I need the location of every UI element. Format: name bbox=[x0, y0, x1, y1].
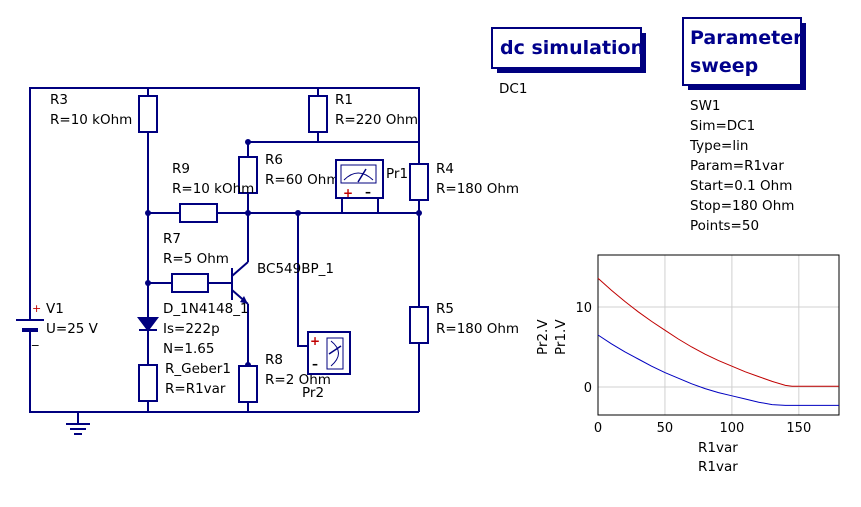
R7-value: R=5 Ohm bbox=[163, 251, 229, 267]
V1-plus-sign: + bbox=[32, 302, 41, 315]
Rg-value: R=R1var bbox=[165, 381, 226, 397]
x-axis-label-blue: R1var bbox=[698, 440, 738, 456]
R8-value: R=2 Ohm bbox=[265, 372, 331, 388]
D1-name: D_1N4148_1 bbox=[163, 301, 249, 317]
Pr1-name: Pr1 bbox=[386, 166, 408, 182]
voltage-probe-Pr1[interactable]: + – bbox=[335, 159, 384, 200]
R9-name: R9 bbox=[172, 161, 190, 177]
sweep-prop: Type=lin bbox=[689, 138, 748, 154]
plot-grid bbox=[598, 255, 839, 415]
x-tick-label: 50 bbox=[657, 421, 674, 436]
R4-value: R=180 Ohm bbox=[436, 181, 519, 197]
svg-text:+: + bbox=[310, 334, 320, 348]
sweep-prop: Param=R1var bbox=[690, 158, 784, 174]
voltage-source-icon[interactable] bbox=[16, 319, 44, 345]
sweep-title-line2: sweep bbox=[690, 55, 758, 77]
D1-n: N=1.65 bbox=[163, 341, 214, 357]
y-tick-label: 0 bbox=[584, 381, 592, 396]
resistor-R3[interactable] bbox=[138, 95, 158, 133]
y-axis-label-pr2: Pr2.V bbox=[535, 319, 551, 355]
x-axis-label-red: R1var bbox=[698, 459, 738, 475]
plot-frame bbox=[597, 254, 840, 416]
dc-simulation-block[interactable]: dc simulation bbox=[491, 27, 646, 73]
dc-sim-title: dc simulation bbox=[500, 37, 644, 59]
svg-text:–: – bbox=[312, 357, 318, 371]
sweep-properties: SW1 Sim=DC1 Type=lin Param=R1var Start=0… bbox=[689, 98, 794, 234]
transistor-icon[interactable] bbox=[240, 296, 248, 304]
R7-name: R7 bbox=[163, 231, 181, 247]
R3-value: R=10 kOhm bbox=[50, 112, 132, 128]
R3-name: R3 bbox=[50, 92, 68, 108]
R4-name: R4 bbox=[436, 161, 454, 177]
R8-name: R8 bbox=[265, 352, 283, 368]
sweep-prop: Stop=180 Ohm bbox=[690, 198, 794, 214]
Q1-name: BC549BP_1 bbox=[257, 261, 334, 277]
resistor-R6[interactable] bbox=[238, 156, 258, 194]
dc-sim-name: DC1 bbox=[499, 81, 527, 97]
sweep-title-line1: Parameter bbox=[690, 27, 803, 49]
series-line-pr2-v bbox=[597, 277, 839, 387]
resistor-R_Geber1[interactable] bbox=[138, 364, 158, 402]
sweep-prop: Points=50 bbox=[690, 218, 759, 234]
plot-ticks: 0 50 100 150 0 10 bbox=[575, 301, 811, 436]
R5-value: R=180 Ohm bbox=[436, 321, 519, 337]
R1-value: R=220 Ohm bbox=[335, 112, 418, 128]
sweep-prop: Sim=DC1 bbox=[690, 118, 755, 134]
sweep-prop: SW1 bbox=[690, 98, 721, 114]
svg-text:+: + bbox=[343, 186, 353, 200]
voltage-probe-Pr2[interactable]: + – bbox=[307, 331, 351, 375]
diode-icon[interactable] bbox=[137, 317, 159, 332]
R1-name: R1 bbox=[335, 92, 353, 108]
R5-name: R5 bbox=[436, 301, 454, 317]
x-tick-label: 150 bbox=[786, 421, 811, 436]
V1-value: U=25 V bbox=[46, 321, 99, 337]
series-line-pr1-v bbox=[597, 334, 839, 406]
resistor-R9[interactable] bbox=[179, 203, 218, 223]
V1-name: V1 bbox=[46, 301, 64, 317]
Pr2-name: Pr2 bbox=[302, 385, 324, 401]
junction-dots bbox=[145, 139, 422, 368]
sweep-plot[interactable]: 0 50 100 150 0 10 Pr2.V Pr1.V R1var R1var bbox=[535, 254, 840, 475]
Rg-name: R_Geber1 bbox=[165, 361, 231, 377]
resistor-R7[interactable] bbox=[171, 273, 209, 293]
ground-icon bbox=[66, 423, 90, 435]
x-tick-label: 0 bbox=[594, 421, 602, 436]
V1-minus-sign: _ bbox=[31, 332, 39, 347]
R6-value: R=60 Ohm bbox=[265, 172, 340, 188]
resistor-R8[interactable] bbox=[238, 365, 258, 403]
x-tick-label: 100 bbox=[719, 421, 744, 436]
R6-name: R6 bbox=[265, 152, 283, 168]
plot-series bbox=[597, 277, 839, 406]
y-axis-label-pr1: Pr1.V bbox=[553, 319, 569, 355]
D1-is: Is=222p bbox=[163, 321, 220, 337]
sweep-prop: Start=0.1 Ohm bbox=[690, 178, 792, 194]
resistor-R5[interactable] bbox=[409, 306, 429, 344]
R9-value: R=10 kOhm bbox=[172, 181, 254, 197]
y-tick-label: 10 bbox=[575, 301, 592, 316]
parameter-sweep-block[interactable]: Parameter sweep bbox=[682, 17, 806, 90]
resistor-R4[interactable] bbox=[409, 163, 429, 201]
resistor-R1[interactable] bbox=[308, 95, 328, 133]
svg-text:–: – bbox=[365, 185, 371, 199]
